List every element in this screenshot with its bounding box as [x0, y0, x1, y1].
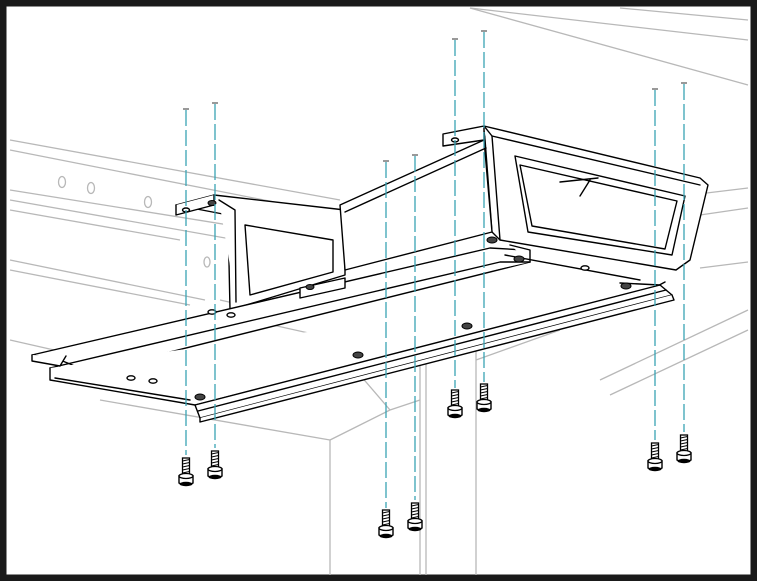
screw	[476, 383, 492, 413]
nut	[513, 255, 525, 263]
nut	[207, 200, 217, 206]
screw	[647, 442, 663, 472]
screws	[178, 383, 692, 539]
screw	[207, 450, 223, 480]
nut	[305, 284, 315, 290]
screw	[178, 457, 194, 487]
nut	[352, 351, 364, 359]
left-bracket	[175, 194, 346, 311]
mounting-holes	[194, 200, 632, 401]
nut	[486, 236, 498, 244]
nut	[461, 322, 473, 330]
screw	[407, 502, 423, 532]
cable-tray	[31, 125, 709, 423]
bottom-plate	[31, 244, 675, 423]
screw	[378, 509, 394, 539]
guide-lines	[185, 32, 685, 508]
screw	[447, 389, 463, 419]
nut	[194, 393, 206, 401]
screw	[676, 434, 692, 464]
guide-caps	[183, 30, 687, 162]
nut	[620, 282, 632, 290]
right-bracket	[339, 125, 709, 271]
desk-frame	[9, 7, 749, 575]
